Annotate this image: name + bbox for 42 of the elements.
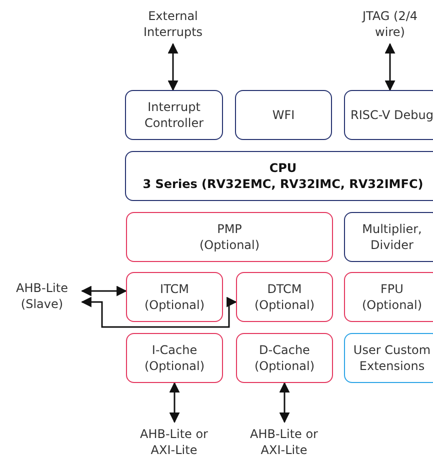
block-title: WFI — [271, 107, 296, 123]
block-box — [126, 272, 223, 322]
block-note: (Optional) — [254, 297, 315, 313]
block-box — [344, 90, 433, 140]
block-note: (Optional) — [254, 358, 315, 374]
block-box — [344, 272, 433, 322]
block-box — [125, 90, 223, 140]
interface-label: AHB-Lite or AXI-Lite — [139, 426, 209, 458]
block-box — [126, 333, 223, 383]
block-title: User Custom Extensions — [352, 342, 432, 374]
block-title: D-Cache — [259, 342, 310, 358]
block-note: (Optional) — [144, 358, 205, 374]
arrow — [279, 382, 290, 424]
arrow — [168, 42, 178, 92]
block-box — [344, 333, 433, 383]
interface-label: AHB-Lite (Slave) — [15, 280, 69, 312]
block-title: ITCM — [160, 281, 189, 297]
block-note: (Optional) — [144, 297, 205, 313]
block-title: DTCM — [267, 281, 302, 297]
block-box — [125, 151, 433, 201]
block-box — [235, 90, 332, 140]
block-box — [236, 333, 333, 383]
interface-label: JTAG (2/4 wire) — [360, 8, 419, 40]
block-title: PMP — [217, 221, 242, 237]
block-title: Interrupt Controller — [143, 99, 205, 131]
block-title: FPU — [380, 281, 404, 297]
block-box — [344, 212, 433, 262]
block-note: (Optional) — [199, 237, 260, 253]
arrow — [80, 296, 238, 328]
arrow — [169, 382, 180, 424]
block-title: I-Cache — [152, 342, 198, 358]
block-title: Multiplier, Divider — [361, 221, 423, 253]
block-title: RISC-V Debug — [350, 107, 433, 123]
block-title: CPU — [269, 160, 297, 176]
block-box — [126, 212, 333, 262]
interface-label: External Interrupts — [142, 8, 204, 40]
block-note: 3 Series (RV32EMC, RV32IMC, RV32IMFC) — [142, 176, 424, 192]
arrow — [384, 42, 396, 92]
block-box — [236, 272, 333, 322]
block-note: (Optional) — [362, 297, 422, 313]
interface-label: AHB-Lite or AXI-Lite — [249, 426, 319, 458]
arrow — [80, 286, 128, 296]
